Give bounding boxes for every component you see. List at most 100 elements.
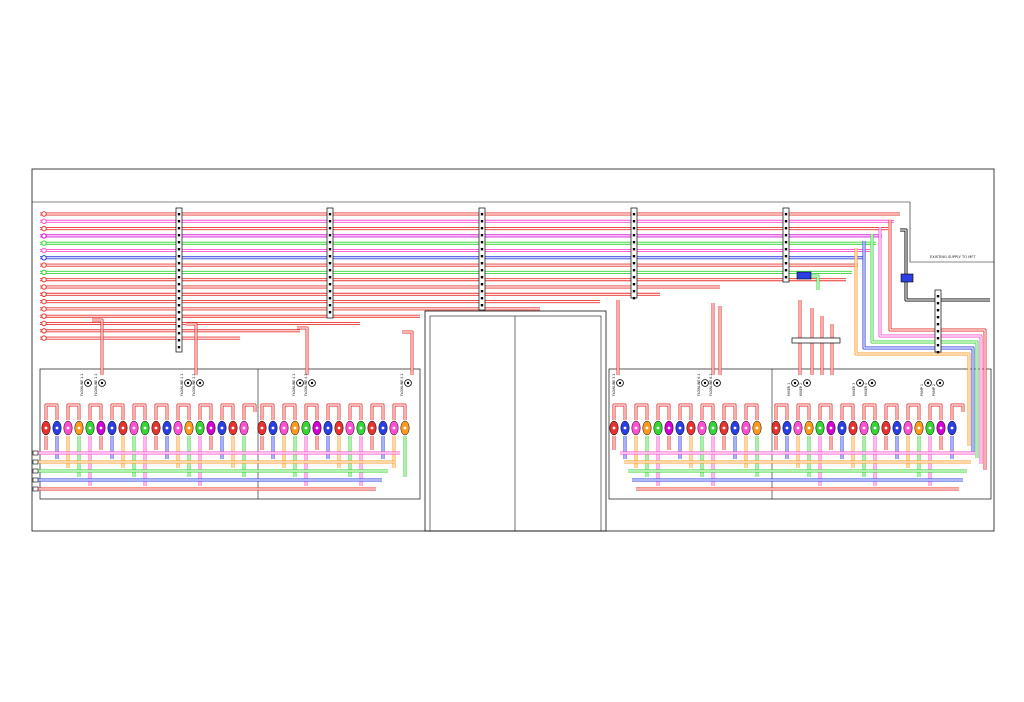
bank-left-a-valve-dot [187, 426, 191, 430]
left-gauge-center [86, 381, 90, 385]
right-riser-5-core [855, 248, 970, 446]
bank-left-b-valve-dot [304, 426, 308, 430]
support-clip [480, 255, 484, 258]
bank-right-b-valve-dot [928, 426, 932, 430]
bank-right-a-valve-dot [645, 426, 649, 430]
bank-left-a-loop-core [155, 404, 168, 412]
bank-right-a-loop [634, 403, 649, 412]
bank-right-b-loop-core [863, 404, 876, 412]
bank-right-a-loop-core [723, 404, 736, 412]
bank-right-b-valve-dot [884, 426, 888, 430]
header-cap-14 [41, 306, 47, 312]
support-clip [177, 290, 181, 293]
support-clip [177, 220, 181, 223]
left-drop-1-core [92, 319, 103, 375]
bank-right-b-loop [928, 403, 943, 412]
bank-right-a-valve-dot [755, 426, 759, 430]
bank-left-a-valve-dot [44, 426, 48, 430]
support-clip [784, 269, 788, 272]
support-clip [177, 248, 181, 251]
bank-right-b-valve-dot [917, 426, 921, 430]
support-clip [784, 234, 788, 237]
support-clip [480, 234, 484, 237]
bank-left-a-loop-core [243, 404, 256, 412]
bank-left-a-valve-dot [110, 426, 114, 430]
bank-right-a-valve-dot [656, 426, 660, 430]
bank-right-a-valve-dot [634, 426, 638, 430]
support-clip [328, 248, 332, 251]
support-clip [784, 213, 788, 216]
support-clip [480, 297, 484, 300]
bank-right-a-valve-dot [623, 426, 627, 430]
support-clip [480, 283, 484, 286]
bank-right-a-valve-dot [711, 426, 715, 430]
support-clip [480, 304, 484, 307]
support-clip [480, 220, 484, 223]
return-cap [32, 459, 39, 465]
support-clip [632, 227, 636, 230]
bank-right-b-loop-core [775, 404, 788, 412]
left-drop-1 [92, 318, 104, 375]
support-clip [328, 276, 332, 279]
manifold-banks [41, 271, 957, 436]
left-valve-label: FLOWLINE 1.1 [80, 374, 84, 396]
bank-right-a-loop [722, 403, 737, 412]
support-clip [480, 269, 484, 272]
right-valve-label: PUMP 1 [920, 384, 924, 396]
header-cap-2 [41, 218, 47, 225]
header-cap-8 [41, 262, 47, 268]
support-clip [632, 213, 636, 216]
header-cap-13 [41, 298, 47, 305]
bank-right-a-loop [656, 403, 671, 412]
support-clip [177, 304, 181, 307]
support-clip [936, 316, 940, 319]
bank-left-a-loop-core [199, 404, 212, 412]
support-clip [177, 255, 181, 258]
bank-right-a-loop [612, 403, 627, 412]
bank-left-a-loop-core [221, 404, 234, 412]
right-riser-2-core [879, 227, 982, 464]
support-strut-1 [175, 207, 183, 353]
bank-right-a-valve-dot [700, 426, 704, 430]
left-valve-label: FLOWLINE 4.1 [292, 374, 296, 396]
bank-right-a-loop-core [745, 404, 758, 412]
bank-left-b-valve-dot [293, 426, 297, 430]
header-cap-10 [41, 277, 47, 283]
return-cap [32, 468, 39, 474]
right-gauge-center [858, 381, 862, 385]
bank-right-a-loop-core [657, 404, 670, 412]
bank-right-b-valve-dot [862, 426, 866, 430]
support-clip [632, 262, 636, 265]
bank-right-b-valve-dot [939, 426, 943, 430]
bank-right-b-valve-dot [851, 426, 855, 430]
support-clip [328, 311, 332, 314]
pipe-supports [175, 207, 942, 354]
right-valve-label: MIXER 3 [852, 383, 856, 396]
right-riser-3-core [871, 234, 978, 458]
bank-right-a-valve-dot [612, 426, 616, 430]
bank-right-b-valve-dot [906, 426, 910, 430]
support-clip [177, 269, 181, 272]
bank-right-b-loop-core [929, 404, 942, 412]
return-cap [32, 450, 39, 456]
header-cap-6 [41, 247, 47, 254]
support-clip [177, 276, 181, 279]
support-clip [936, 344, 940, 347]
right-gauge-center [703, 381, 707, 385]
support-clip [328, 255, 332, 258]
left-valve-label: FLOWLINE 5.1 [400, 374, 404, 396]
support-clip [632, 220, 636, 223]
bank-left-a-loop [132, 403, 147, 412]
support-clip [177, 318, 181, 321]
bank-left-b-valve-dot [359, 426, 363, 430]
bank-left-a-valve-dot [176, 426, 180, 430]
support-strut-6 [934, 289, 942, 353]
bank-left-a-loop [154, 403, 169, 412]
bank-right-b-loop-core [907, 404, 920, 412]
left-gauge-center [406, 381, 410, 385]
header-cap-5 [41, 240, 47, 246]
support-clip [328, 269, 332, 272]
bank-left-b-loop [326, 403, 341, 412]
bank-left-a-loop-core [89, 404, 102, 412]
